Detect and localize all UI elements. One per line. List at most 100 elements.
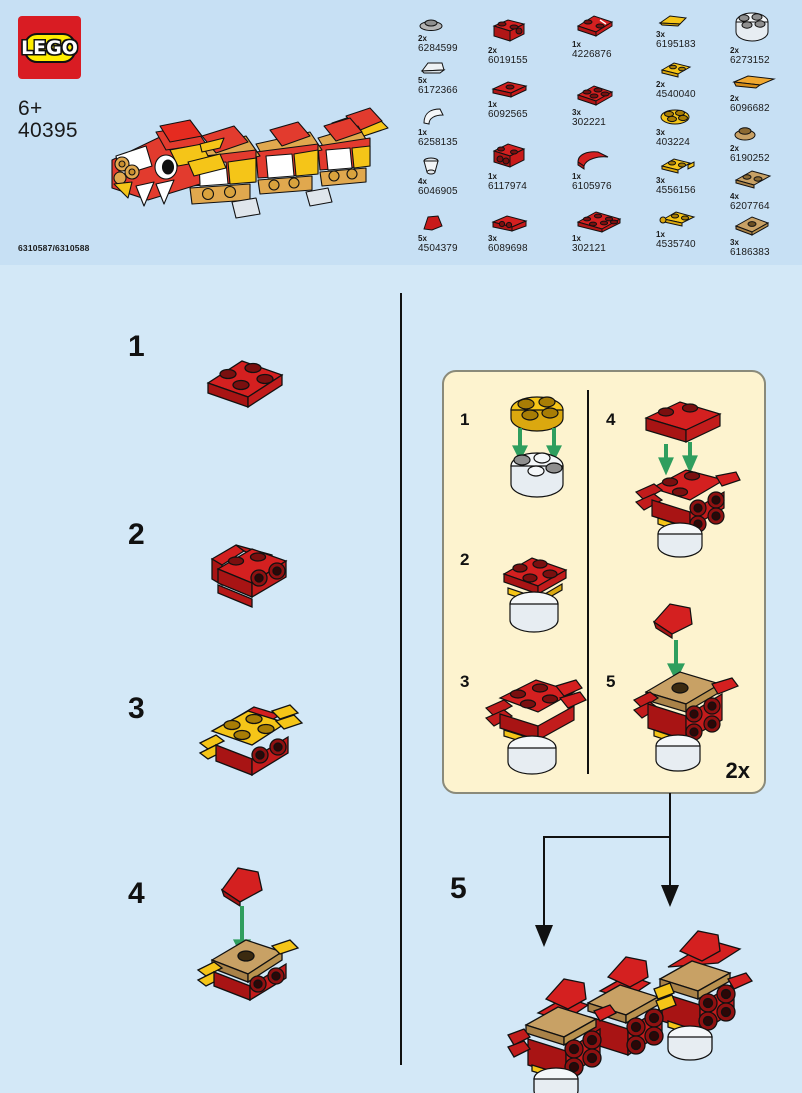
part-icon-red-bracket [488, 140, 528, 170]
part-item: 3x 4556156 [656, 154, 696, 197]
step-3-illustration [194, 697, 314, 787]
part-icon-red-wedge [418, 212, 458, 232]
part-qty: 1x [488, 100, 497, 109]
part-qty: 2x [656, 80, 665, 89]
parts-inventory: 2x 6284599 5x 6172366 1x 6258135 [400, 0, 802, 265]
part-id: 6284599 [418, 43, 458, 54]
part-item: 2x 4540040 [656, 58, 696, 101]
part-qty: 1x [656, 230, 665, 239]
part-qty: 1x [572, 172, 581, 181]
sub-panel-multiplier: 2x [725, 758, 750, 783]
sub-panel-divider [587, 390, 589, 774]
part-id: 4504379 [418, 243, 458, 254]
age-label: 6+ [18, 97, 43, 120]
part-icon-yellow-round-plate [656, 104, 694, 126]
lego-logo-wordmark: LEGO [21, 32, 78, 63]
part-icon-white-round-brick [730, 8, 774, 44]
part-icon-yellow-plate-claw [656, 58, 696, 78]
part-id: 403224 [656, 137, 690, 148]
part-id: 6186383 [730, 247, 770, 258]
part-item: 1x 4535740 [656, 208, 700, 251]
part-qty: 4x [418, 177, 427, 186]
part-item: 4x 6046905 [418, 155, 458, 198]
right-step-column: 2x 1 [402, 265, 802, 1093]
part-id: 6046905 [418, 186, 458, 197]
step-4-illustration [192, 860, 312, 1002]
part-icon-round-plate [418, 16, 458, 32]
part-item: 1x 302121 [572, 208, 624, 255]
sub-step-number: 2 [460, 550, 470, 569]
part-icon-tan-tile [730, 212, 772, 236]
part-id: 6117974 [488, 181, 527, 192]
part-qty: 1x [488, 172, 497, 181]
part-qty: 1x [572, 234, 581, 243]
part-qty: 5x [418, 76, 427, 85]
connector-arrows [402, 785, 802, 955]
hero-model-image [70, 88, 400, 219]
part-id: 302221 [572, 117, 606, 128]
part-icon-white-curved-slope [418, 106, 458, 126]
step-2-illustration [196, 533, 306, 613]
step-number: 3 [128, 692, 145, 725]
part-icon-red-plate-1x2 [488, 78, 530, 98]
part-icon-tan-plate-clip [730, 166, 774, 190]
part-item: 3x 6089698 [488, 212, 530, 255]
part-id: 6105976 [572, 181, 612, 192]
step-number: 4 [128, 877, 145, 910]
step-5-illustration [502, 893, 782, 1093]
part-icon-white-slope [418, 58, 458, 74]
header-left-panel: LEGO 6+ 40395 6310587/6310588 [0, 0, 400, 265]
part-icon-yellow-wing [656, 12, 696, 28]
part-qty: 3x [656, 176, 665, 185]
part-item: 2x 6019155 [488, 16, 528, 67]
part-qty: 3x [488, 234, 497, 243]
part-id: 4535740 [656, 239, 696, 250]
sub-step-2-illustration [496, 552, 582, 633]
part-icon-red-plate-2x2-curved [572, 12, 616, 38]
part-icon-red-curved-slope [572, 148, 612, 170]
sub-step-number: 3 [460, 672, 470, 691]
booklet-code: 6310587/6310588 [18, 243, 90, 253]
part-id: 6273152 [730, 55, 770, 66]
part-icon-white-cone [418, 155, 458, 175]
part-item: 5x 4504379 [418, 212, 458, 255]
part-qty: 2x [730, 46, 739, 55]
part-id: 4556156 [656, 185, 696, 196]
part-id: 302121 [572, 243, 606, 254]
part-id: 6096682 [730, 103, 770, 114]
part-item: 4x 6207764 [730, 166, 774, 213]
part-id: 6195183 [656, 39, 696, 50]
part-qty: 1x [418, 128, 427, 137]
part-item: 2x 6096682 [730, 72, 778, 115]
part-qty: 2x [488, 46, 497, 55]
part-qty: 3x [572, 108, 581, 117]
sub-assembly-panel: 2x 1 [442, 370, 766, 794]
sub-step-number: 1 [460, 410, 470, 429]
part-qty: 5x [418, 234, 427, 243]
part-id: 6019155 [488, 55, 528, 66]
sub-step-4-illustration [632, 396, 752, 558]
step-number: 1 [128, 330, 145, 363]
part-id: 6172366 [418, 85, 458, 96]
part-item: 3x 6186383 [730, 212, 772, 259]
sub-step-5-illustration [632, 600, 754, 775]
sub-step-1-illustration [492, 388, 582, 498]
part-qty: 3x [656, 128, 665, 137]
part-qty: 3x [656, 30, 665, 39]
part-qty: 1x [572, 40, 581, 49]
sub-step-number: 4 [606, 410, 616, 429]
column-divider [400, 293, 402, 1065]
lego-logo-halo [23, 32, 76, 63]
part-icon-yellow-plate-bar [656, 208, 700, 228]
part-item: 1x 6105976 [572, 148, 612, 193]
lego-logo: LEGO [18, 16, 81, 79]
part-id: 6258135 [418, 137, 458, 148]
part-qty: 2x [730, 94, 739, 103]
part-icon-orange-wing [730, 72, 778, 92]
set-number: 40395 [18, 119, 78, 142]
part-qty: 2x [730, 144, 739, 153]
part-icon-red-plate-2x3 [572, 208, 624, 233]
step-number: 5 [450, 872, 467, 905]
part-icon-yellow-plate-clip [656, 154, 696, 174]
